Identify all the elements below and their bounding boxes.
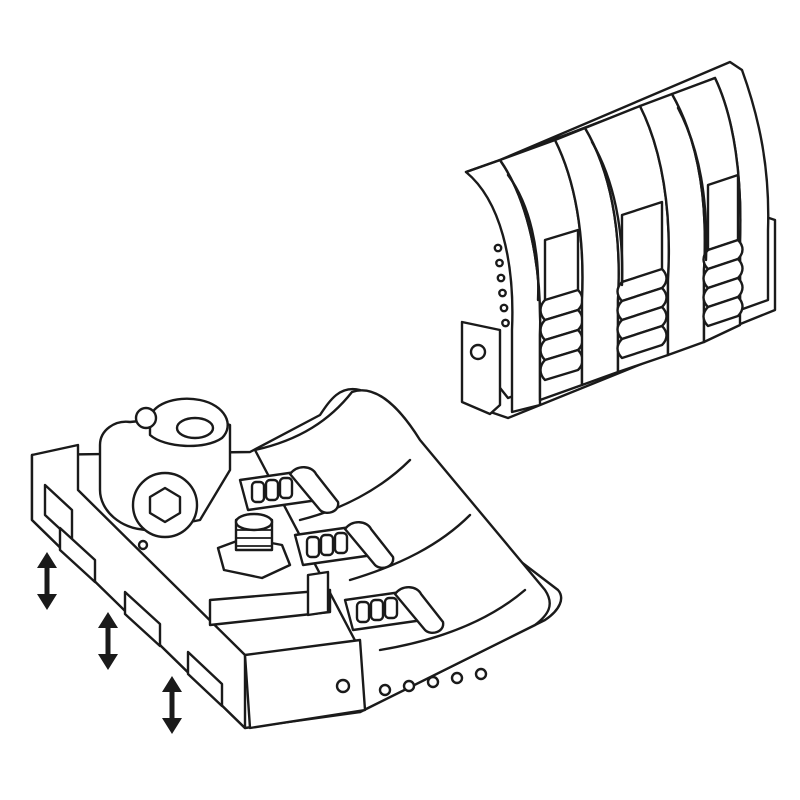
roller-barrel-1 [288, 466, 340, 514]
mounting-tab [460, 320, 502, 416]
side-hole [137, 539, 149, 551]
roller-pin-1-3 [278, 476, 294, 500]
shoe-ridge-2 [348, 513, 472, 582]
column-3-window [706, 173, 740, 252]
lower-roller-module [30, 387, 563, 730]
front-block [243, 638, 367, 730]
front-hole-2 [402, 679, 416, 693]
rail-slot-4 [186, 650, 224, 708]
roller-set-1 [238, 466, 340, 514]
column-2-roller-4 [616, 324, 668, 360]
column-3-roller-4 [702, 295, 744, 328]
clamp-screw-head [134, 406, 158, 430]
roller-barrel-2 [343, 521, 395, 569]
front-block-hole [335, 678, 351, 694]
front-hole-3 [426, 675, 440, 689]
upper-roller-module [460, 60, 777, 420]
double-arrow-vertical-icon [162, 676, 182, 734]
side-hole-6 [501, 318, 510, 328]
roller-barrel-3 [393, 586, 445, 634]
inner-edge-2 [590, 140, 624, 287]
roller-pin-2-2 [319, 533, 335, 557]
clamp-post [306, 570, 330, 617]
side-hole-1 [493, 243, 503, 253]
front-hole-5 [474, 667, 488, 681]
roller-sets [238, 466, 445, 634]
side-hole-4 [498, 288, 507, 298]
double-arrow-vertical-icon [37, 552, 57, 610]
shoe-ridge-1 [298, 458, 412, 522]
front-hole-row [378, 667, 488, 697]
clamp-ring-hole [175, 416, 215, 440]
rail-slot-2 [58, 526, 97, 584]
roller-set-2 [293, 521, 395, 569]
roller-pin-1-2 [264, 478, 280, 502]
roller-set-3 [343, 586, 445, 634]
rail-slot-3 [123, 590, 162, 648]
roller-pin-3-3 [383, 596, 399, 620]
front-hole-1 [378, 683, 392, 697]
roller-pin-2-1 [305, 535, 321, 559]
curved-shoe [253, 389, 551, 714]
inner-edge-1 [506, 173, 540, 302]
hex-socket [148, 486, 182, 524]
roller-pin-3-1 [355, 600, 371, 624]
roller-pin-3-2 [369, 598, 385, 622]
side-hole-2 [495, 258, 504, 268]
clamp-bar [208, 588, 332, 627]
stud-top [234, 512, 274, 532]
roller-column-2 [583, 104, 671, 374]
side-hole-row [493, 243, 510, 328]
side-hole-5 [499, 303, 509, 313]
double-arrow-vertical-icon [98, 612, 118, 670]
front-hole-4 [450, 671, 464, 685]
stud-thread [235, 529, 273, 547]
inner-edge-3 [676, 106, 708, 262]
adjustment-arrows [37, 552, 182, 734]
side-hole-3 [496, 273, 506, 283]
mounting-hole [469, 343, 487, 361]
roller-pin-2-3 [333, 531, 349, 555]
shoe-ridge-3 [378, 588, 527, 652]
roller-pin-1-1 [250, 480, 266, 504]
